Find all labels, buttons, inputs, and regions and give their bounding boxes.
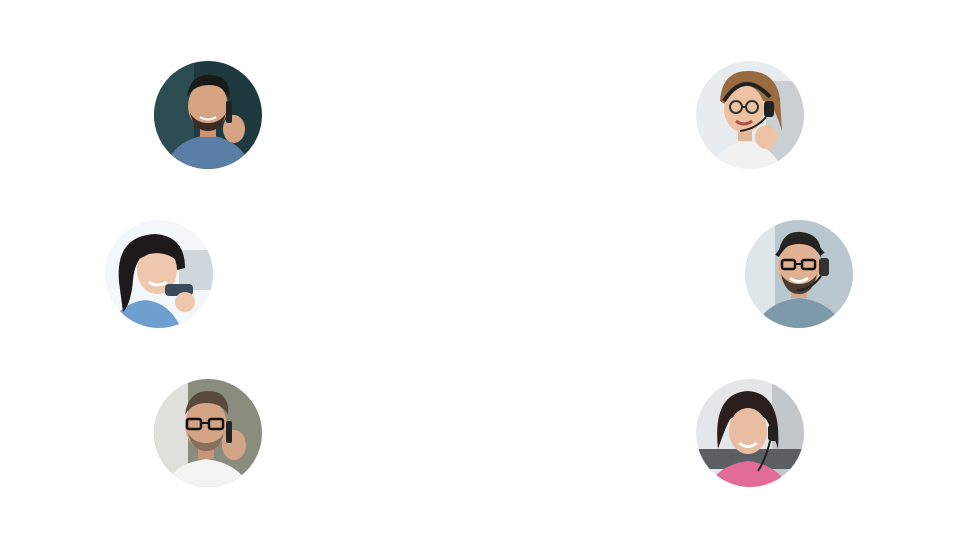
- man-with-headset-glasses-icon: [745, 220, 853, 328]
- woman-with-headset-icon: [696, 379, 804, 487]
- man-on-phone-icon: [154, 61, 262, 169]
- woman-on-phone-icon: [105, 220, 213, 328]
- woman-with-headset-glasses-icon: [696, 61, 804, 169]
- man-glasses-on-phone-icon: [154, 379, 262, 487]
